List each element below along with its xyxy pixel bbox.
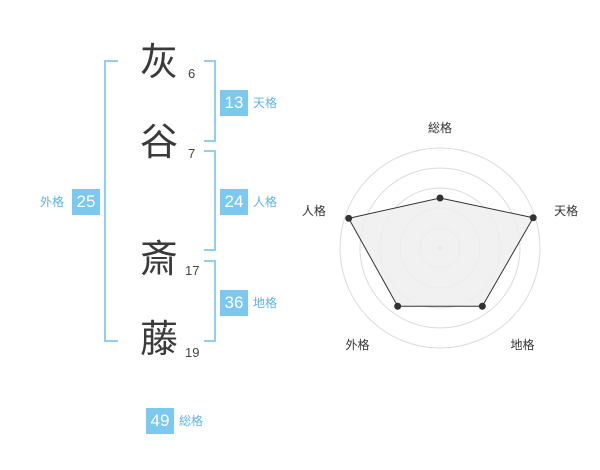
stroke-count-2: 7 xyxy=(188,146,196,161)
radar-series-area xyxy=(347,197,534,307)
radar-point-2 xyxy=(529,214,537,222)
radar-point-5 xyxy=(345,214,353,222)
radar-point-1 xyxy=(436,194,444,202)
tenkaku-bracket xyxy=(204,60,216,142)
jinkaku-label: 人格 xyxy=(253,195,278,209)
soukaku-label: 総格 xyxy=(179,414,204,428)
name-char-3: 斎 xyxy=(140,237,179,281)
gaikaku-label: 外格 xyxy=(40,195,65,209)
radar-grid-ring xyxy=(339,147,541,349)
chikaku-value: 36 xyxy=(220,290,248,316)
radar-axis-label-1: 総格 xyxy=(428,120,452,135)
radar-axis-label-2: 天格 xyxy=(554,203,578,218)
gaikaku-bracket xyxy=(104,60,118,342)
name-char-1: 灰 xyxy=(140,40,179,84)
chikaku-bracket xyxy=(204,260,216,342)
radar-axis-label-3: 地格 xyxy=(511,337,535,352)
name-char-4: 藤 xyxy=(140,317,179,361)
tenkaku-value: 13 xyxy=(220,90,248,116)
radar-point-3 xyxy=(478,302,486,310)
radar-axis-label-5: 人格 xyxy=(302,203,326,218)
radar-grid-ring xyxy=(359,167,521,329)
chikaku-label: 地格 xyxy=(253,296,278,310)
jinkaku-value: 24 xyxy=(220,189,248,215)
radar-axis-label-4: 外格 xyxy=(345,337,369,352)
tenkaku-label: 天格 xyxy=(253,96,278,110)
jinkaku-bracket xyxy=(204,150,216,251)
gaikaku-value: 25 xyxy=(72,189,100,215)
radar-point-4 xyxy=(394,302,402,310)
stroke-count-4: 19 xyxy=(185,345,200,360)
stroke-count-1: 6 xyxy=(188,66,196,81)
soukaku-value: 49 xyxy=(146,408,174,434)
name-char-2: 谷 xyxy=(140,120,179,164)
stroke-count-3: 17 xyxy=(185,263,200,278)
